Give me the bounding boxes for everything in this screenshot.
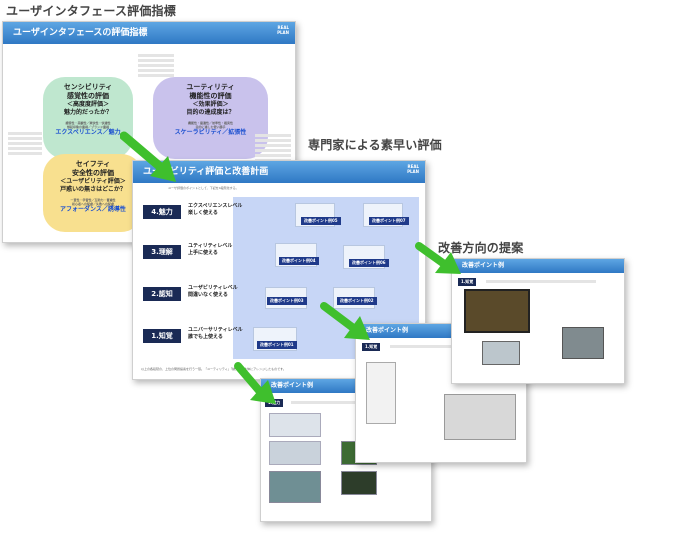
screenshot-thumb [269,471,321,503]
level-title-2: ユーザビリティレベル 間違いなく使える [188,285,238,298]
tag-point: 改善ポイント例01 [257,341,297,349]
screenshot-thumb [366,362,396,424]
arrow-icon [120,131,176,182]
blob-utility: ユーティリティ 機能性の評価 ＜効果評価＞ 目的の達成度は？ 機能性・最適性／効… [153,77,268,159]
blob-sensibility-sub: ＜高度度評価＞ 魅力的だったか？ [63,101,112,116]
blob-utility-desc: 機能性・最適性／効率性・確実性 目的に適した使い勝手 [187,121,233,129]
slide2-header: ユーザビリティ評価と改善計画 [133,161,425,183]
slide4-header: 改善ポイント例 [452,259,624,273]
slide1-header: ユーザインタフェースの評価指標 [3,22,295,44]
level-label-3: 3.理解 [143,245,181,259]
level-title-4: エクスペリエンスレベル 楽しく使える [188,203,243,216]
tag-point: 改善ポイント例04 [279,257,319,265]
blob-utility-title: ユーティリティ 機能性の評価 [186,83,235,100]
slide4-level: 1.知覚 [458,278,477,286]
blob-safety-sub: ＜ユーザビリティ評価＞ 戸惑いの無さはどこか？ [60,178,126,193]
screenshot-thumb [269,413,321,437]
slide2-intro: ユーザ評価のポイントとして、下記を4段階化する。 [168,186,239,190]
screenshot-thumb [464,289,530,333]
blob-utility-accent: スケーラビリティ／拡張性 [174,129,247,136]
slide3-level: 1.知覚 [362,343,381,351]
blob-sensibility-accent: エクスペリエンス／魅力 [55,129,121,136]
level-title-1: ユニバーサリティレベル 誰でも上使える [188,327,243,340]
screenshot-thumb [341,471,377,495]
blob-utility-sub: ＜効果評価＞ 目的の達成度は？ [186,101,235,116]
blob-safety-desc: 一貫性・学習性／互助力・普遍性 初心者への配慮／失敗への配慮 [70,198,116,206]
blob-sensibility-desc: 感情性・美観性／爽快性・快適性 想起印象の重視／ブランド重視 [65,121,111,129]
tag-point: 改善ポイント例02 [337,297,377,305]
level-title-3: ユティリティレベル 上手に使える [188,243,233,256]
arrow-icon [415,242,461,274]
level-label-1: 1.知覚 [143,329,181,343]
level-label-4: 4.魅力 [143,205,181,219]
text-line [486,280,596,283]
text-line [390,345,490,348]
proposal-heading: 改善方向の提案 [438,241,524,255]
main-heading: ユーザインタフェース評価指標 [6,4,176,18]
blob-sensibility-title: センシビリティ 感覚性の評価 [63,83,113,100]
device-thumb [562,327,604,359]
blob-safety-accent: アフォーダンス／誘導性 [60,206,126,213]
tag-point: 改善ポイント例06 [349,259,389,267]
arrow-icon [234,362,276,404]
keyboard-thumb [444,394,516,440]
screenshot-thumb [269,441,321,465]
blob-safety: セイフティ 安全性の評価 ＜ユーザビリティ評価＞ 戸惑いの無さはどこか？ 一貫性… [43,154,143,232]
note-left [8,130,42,157]
tag-point: 改善ポイント例05 [301,217,341,225]
tag-point: 改善ポイント例07 [369,217,409,225]
level-label-2: 2.認知 [143,287,181,301]
blob-safety-title: セイフティ 安全性の評価 [72,160,114,177]
blob-sensibility: センシビリティ 感覚性の評価 ＜高度度評価＞ 魅力的だったか？ 感情性・美観性／… [43,77,133,159]
note-top [138,52,174,79]
tag-point: 改善ポイント例03 [267,297,307,305]
arrow-icon [320,302,370,340]
slide-improvement-proposal: 改善ポイント例 1.知覚 [451,258,625,384]
text-line [291,401,381,404]
device-thumb [482,341,520,365]
slide2-footer: 以上の各段階の、上位の問題提案を行う一環。「ユーティリティ」「魅力」を主体にアレ… [141,367,286,371]
expert-heading: 専門家による素早い評価 [308,138,442,152]
